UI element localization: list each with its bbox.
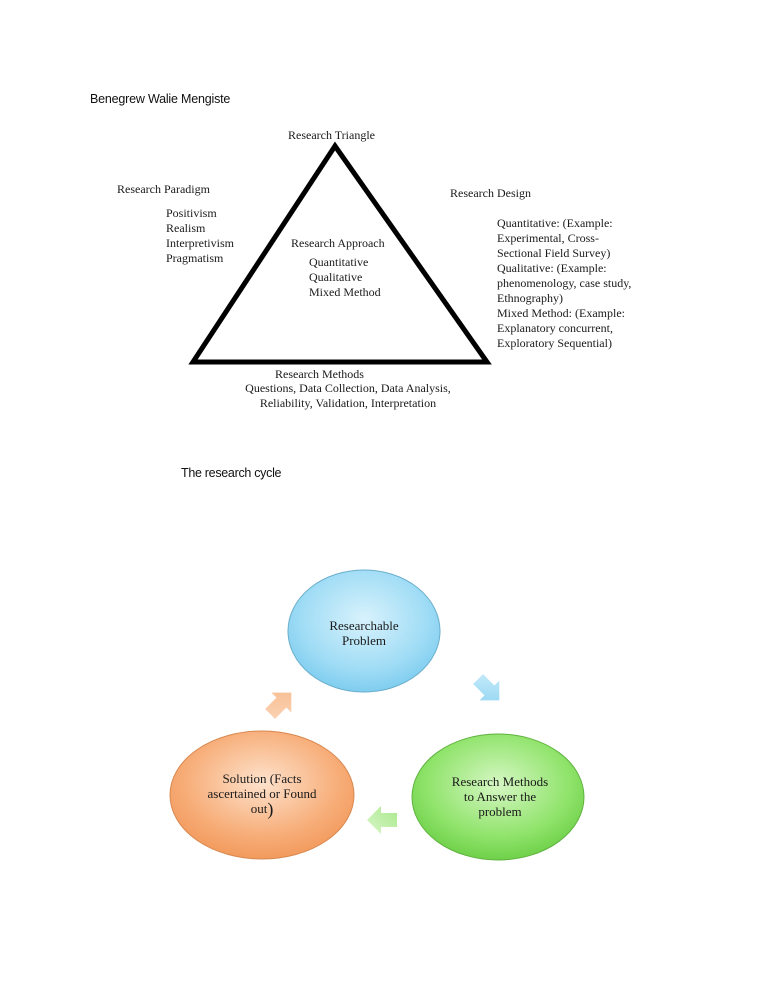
- cycle-node-solution-label: Solution (Facts ascertained or Found out…: [192, 771, 332, 819]
- approach-item: Qualitative: [309, 270, 363, 284]
- solution-closing-paren: ): [267, 799, 274, 819]
- design-line: Quantitative: (Example:: [497, 216, 613, 230]
- author-name: Benegrew Walie Mengiste: [90, 92, 231, 106]
- research-triangle-label: Research Triangle: [288, 128, 375, 142]
- approach-item: Quantitative: [309, 255, 369, 269]
- research-design-list: Quantitative: (Example: Experimental, Cr…: [497, 216, 631, 351]
- solution-line: Solution (Facts: [222, 771, 302, 786]
- research-paradigm-title: Research Paradigm: [117, 182, 210, 196]
- research-design-title: Research Design: [450, 186, 531, 200]
- design-line: Mixed Method: (Example:: [497, 306, 625, 320]
- problem-line: Researchable: [329, 618, 399, 633]
- design-line: Exploratory Sequential): [497, 336, 612, 350]
- research-paradigm-list: Positivism Realism Interpretivism Pragma…: [166, 206, 234, 266]
- design-line: Sectional Field Survey): [497, 246, 611, 260]
- cycle-node-methods-label: Research Methods to Answer the problem: [430, 774, 570, 819]
- cycle-node-problem: [287, 569, 441, 693]
- research-methods-list: Questions, Data Collection, Data Analysi…: [228, 381, 468, 411]
- design-line: Qualitative: (Example:: [497, 261, 607, 275]
- design-line: Ethnography): [497, 291, 563, 305]
- methods-line: Reliability, Validation, Interpretation: [259, 396, 437, 410]
- cycle-arrow-to-methods: [473, 674, 500, 701]
- cycle-arrow-to-problem: [265, 692, 292, 719]
- methods-node-line: problem: [478, 804, 522, 819]
- design-line: phenomenology, case study,: [497, 276, 632, 290]
- approach-item: Mixed Method: [309, 285, 381, 299]
- problem-line: Problem: [341, 633, 387, 648]
- design-line: Explanatory concurrent,: [497, 321, 613, 335]
- methods-node-line: to Answer the: [463, 789, 537, 804]
- paradigm-item: Pragmatism: [166, 251, 224, 265]
- solution-line: ascertained or Found: [207, 786, 317, 801]
- research-cycle-caption: The research cycle: [181, 466, 282, 480]
- cycle-arrow-to-solution: [367, 806, 397, 834]
- methods-line: Questions, Data Collection, Data Analysi…: [245, 381, 451, 395]
- research-methods-title: Research Methods: [275, 367, 364, 381]
- design-line: Experimental, Cross-: [497, 231, 599, 245]
- methods-node-line: Research Methods: [451, 774, 549, 789]
- paradigm-item: Realism: [166, 221, 206, 235]
- research-approach-title: Research Approach: [291, 236, 385, 250]
- solution-line: out): [192, 799, 332, 819]
- cycle-node-methods: [411, 733, 585, 861]
- cycle-node-problem-label: Researchable Problem: [306, 618, 422, 648]
- paradigm-item: Positivism: [166, 206, 217, 220]
- research-approach-list: Quantitative Qualitative Mixed Method: [309, 255, 381, 300]
- paradigm-item: Interpretivism: [166, 236, 234, 250]
- research-triangle-shape: [188, 141, 492, 365]
- cycle-node-solution: [169, 730, 355, 860]
- solution-line3-text: out: [250, 801, 268, 816]
